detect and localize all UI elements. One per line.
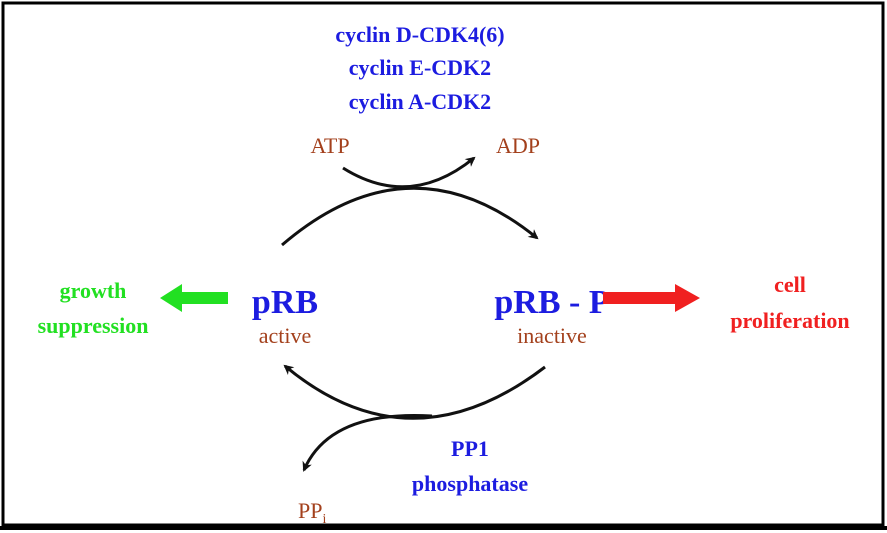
ppi-release-arrow <box>302 413 433 472</box>
phosphatase-label: phosphatase <box>412 471 528 496</box>
atp-to-adp-arrow <box>342 156 476 189</box>
kinase-2: cyclin E-CDK2 <box>349 55 491 80</box>
pp1-label: PP1 <box>451 436 489 461</box>
green-arrow-icon <box>160 284 228 312</box>
ppi-label: PPi <box>298 498 326 527</box>
phosphorylation-arrow <box>281 186 539 247</box>
suppression-label: suppression <box>38 313 149 338</box>
inactive-state-label: inactive <box>517 323 587 348</box>
cell-label: cell <box>774 272 806 297</box>
prb-p-label: pRB - P <box>494 284 609 321</box>
adp-label: ADP <box>496 133 540 158</box>
red-arrow-icon <box>603 284 700 312</box>
active-state-label: active <box>259 323 312 348</box>
kinase-1: cyclin D-CDK4(6) <box>335 22 504 47</box>
kinase-3: cyclin A-CDK2 <box>349 89 491 114</box>
prb-active-label: pRB <box>252 284 318 321</box>
atp-label: ATP <box>310 133 349 158</box>
proliferation-label: proliferation <box>730 308 849 333</box>
growth-label: growth <box>60 278 127 303</box>
dephosphorylation-arrow <box>283 364 546 420</box>
